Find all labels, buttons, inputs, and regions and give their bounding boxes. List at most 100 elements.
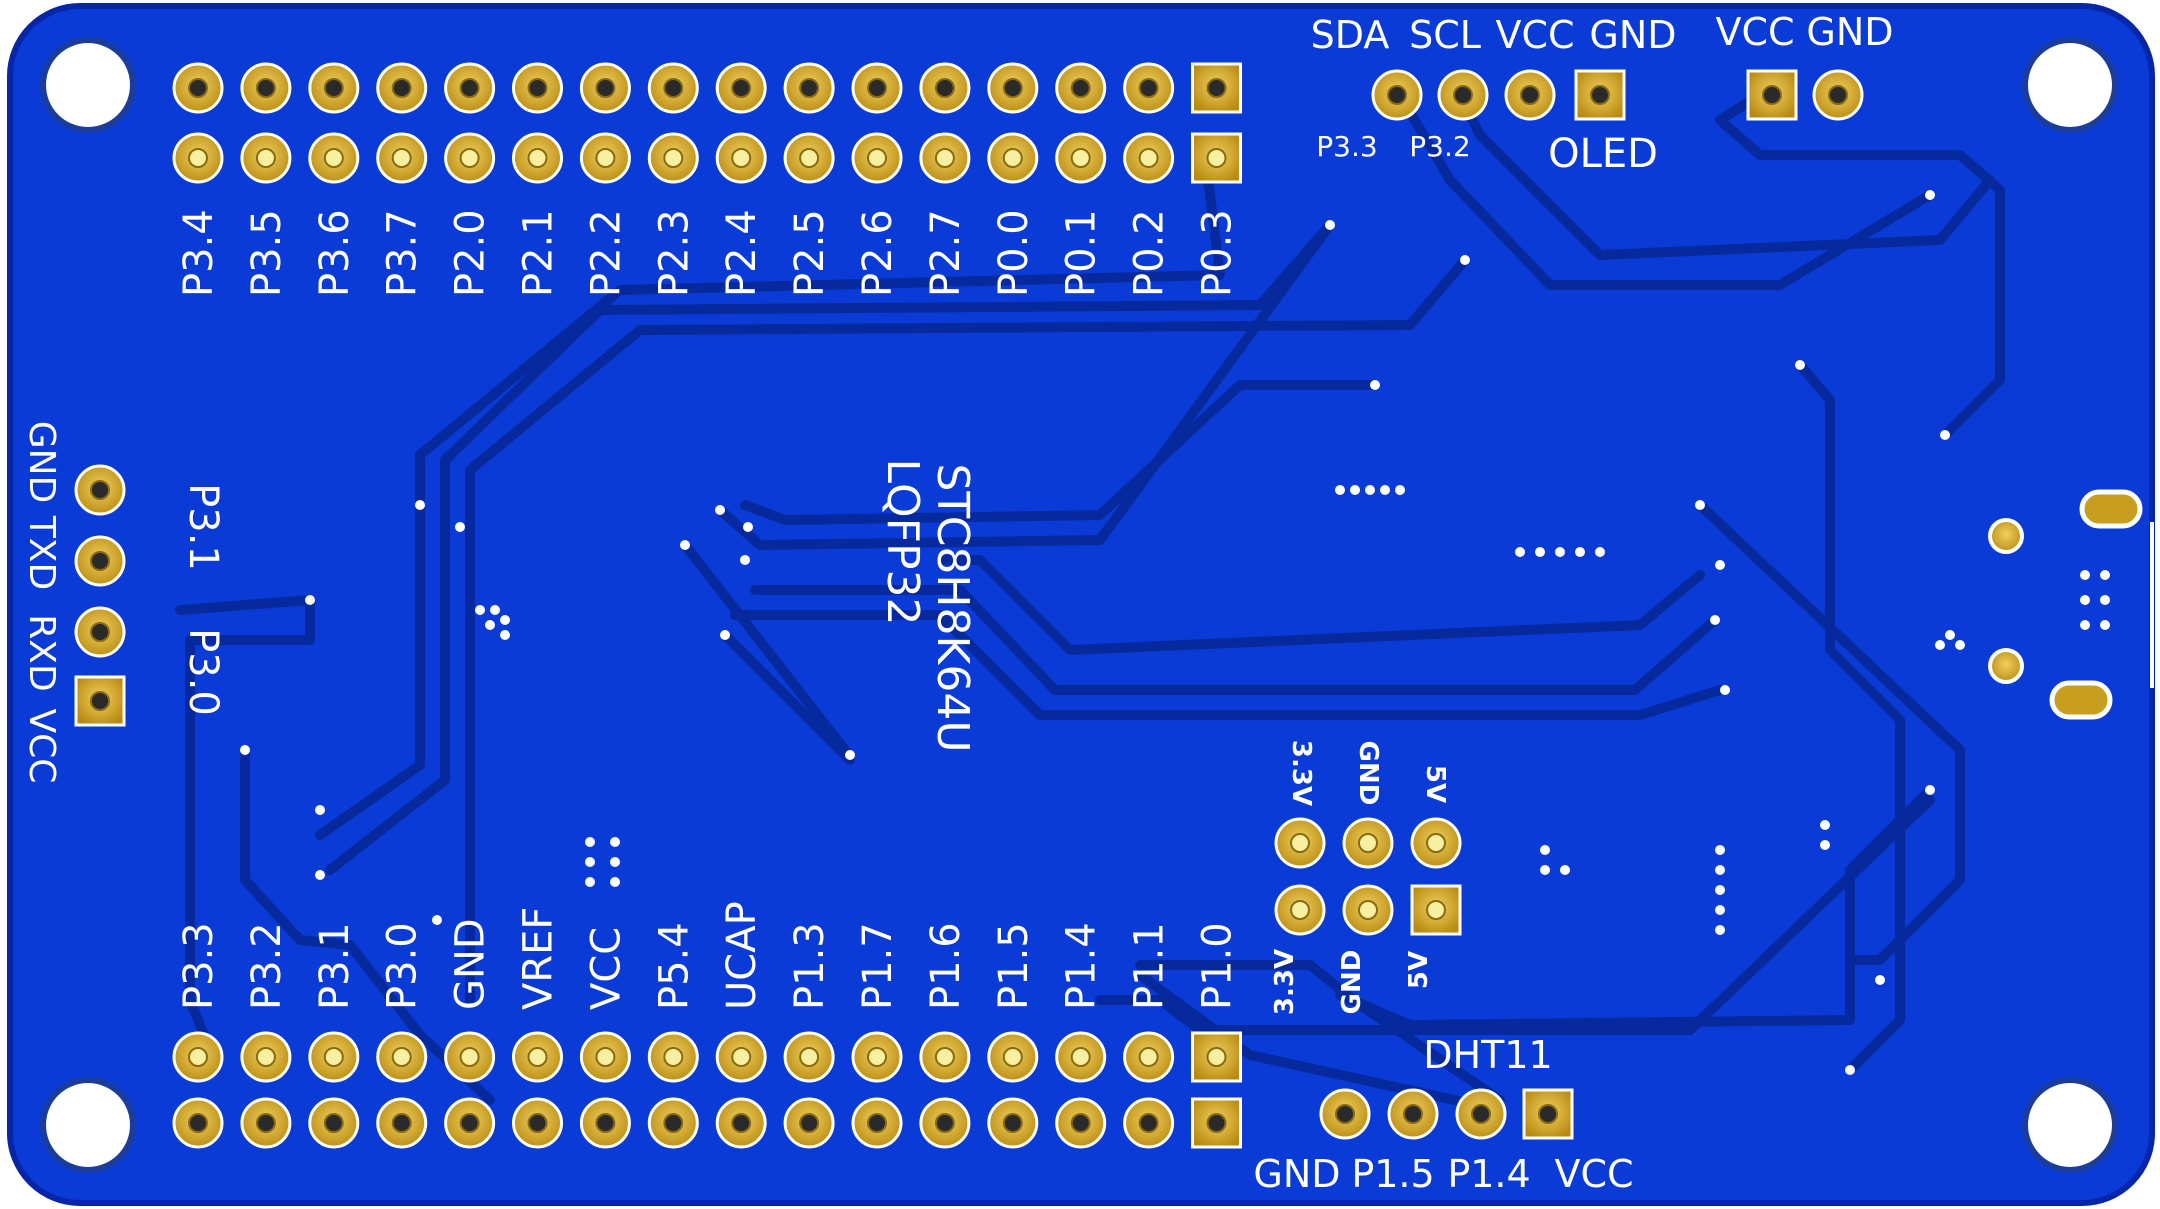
via-53 — [2080, 620, 2090, 630]
via-16 — [1695, 500, 1705, 510]
mounting-hole-bl — [40, 1077, 136, 1173]
header-bottom-pad-a-12-hole — [1002, 1047, 1023, 1067]
oled-pad-3-hole — [1590, 85, 1610, 105]
via-63 — [500, 615, 510, 625]
uart-pad-2-hole — [90, 622, 110, 642]
header-top-pad-b-14-hole — [1138, 148, 1159, 168]
via-65 — [500, 630, 510, 640]
oled-pad-1 — [1437, 69, 1489, 121]
via-40 — [1715, 865, 1725, 875]
header-bottom-pad-b-13 — [1055, 1097, 1107, 1149]
header-bottom-pad-a-8-hole — [731, 1047, 752, 1067]
header-bottom-pad-a-6-hole — [595, 1047, 616, 1067]
via-24 — [1875, 975, 1885, 985]
header-top-pad-a-5 — [512, 62, 563, 114]
header-top-pad-b-10-hole — [867, 148, 887, 168]
header-top-pad-a-8-hole — [731, 78, 752, 98]
dht11-labels: DHT11 GND P1.5 P1.4 VCC — [1253, 1033, 1633, 1196]
header-top-pad-b-3-hole — [391, 148, 412, 168]
header-top-pad-a-15-hole — [1206, 78, 1227, 98]
power-header-pad-1 — [1812, 69, 1864, 121]
via-57 — [585, 857, 595, 867]
header-top-pad-b-1-hole — [255, 148, 276, 168]
header-bottom-pad-a-12 — [987, 1031, 1039, 1083]
header-bottom-pad-a-2 — [308, 1031, 360, 1083]
header-top-pad-b-2-hole — [323, 148, 344, 168]
header-top-pad-a-12-hole — [1002, 78, 1023, 98]
pwr-top-33v: 3.3V — [1286, 740, 1316, 806]
header-bottom-pad-a-15 — [1191, 1031, 1242, 1083]
header-bottom-pad-b-12 — [987, 1097, 1039, 1149]
via-25 — [1845, 1065, 1855, 1075]
header-top-pad-a-6-hole — [595, 78, 616, 98]
header-bottom-label-1: P3.2 — [244, 922, 290, 1010]
header-bottom-pad-b-6-hole — [595, 1113, 616, 1133]
header-bottom-pad-b-10 — [851, 1097, 903, 1149]
power-block-pad-0 — [1274, 817, 1326, 869]
header-bottom-pad-a-8 — [715, 1031, 767, 1083]
header-bottom-pad-b-9 — [783, 1097, 835, 1149]
uart-pad-0 — [74, 464, 126, 516]
oled-labels: SDA SCL VCC GND P3.3 P3.2 OLED — [1311, 13, 1677, 177]
via-54 — [2100, 620, 2110, 630]
header-bottom-label-13: P1.4 — [1059, 922, 1105, 1010]
dht11-pad-1-hole — [1403, 1104, 1423, 1124]
header-bottom-pad-a-1-hole — [255, 1047, 276, 1067]
via-46 — [1935, 640, 1945, 650]
header-top-label-2: P3.6 — [312, 209, 358, 297]
header-top-pad-b-2 — [308, 132, 360, 184]
dht11-pad-2-hole — [1471, 1104, 1491, 1124]
header-top-pad-a-1 — [240, 62, 292, 114]
header-top-pad-a-10 — [851, 62, 903, 114]
header-bottom-pad-a-9 — [783, 1031, 835, 1083]
header-bottom-pad-a-13-hole — [1070, 1047, 1091, 1067]
header-bottom-pad-a-14 — [1123, 1031, 1175, 1083]
power-pin-gnd: GND — [1806, 10, 1893, 54]
usb-slot-bottom — [2049, 680, 2113, 720]
via-5 — [455, 522, 465, 532]
via-49 — [2080, 570, 2090, 580]
header-top-pad-b-8-hole — [731, 148, 752, 168]
header-top-label-8: P2.4 — [719, 209, 765, 297]
via-26 — [1335, 485, 1345, 495]
header-bottom-pad-b-7-hole — [663, 1113, 684, 1133]
header-bottom-pad-a-3-hole — [391, 1047, 412, 1067]
header-bottom-pad-b-8 — [715, 1097, 767, 1149]
via-43 — [1715, 925, 1725, 935]
header-bottom-pad-a-11 — [919, 1031, 971, 1083]
oled-pin-vcc: VCC — [1495, 13, 1574, 57]
via-0 — [1325, 220, 1335, 230]
header-bottom-pad-b-0-hole — [188, 1113, 208, 1133]
header-bottom-label-2: P3.1 — [312, 922, 358, 1010]
oled-pin-gnd: GND — [1589, 13, 1676, 57]
uart-pad-3 — [74, 675, 126, 727]
mounting-hole-tr — [2022, 37, 2118, 133]
via-28 — [1365, 485, 1375, 495]
pwr-bot-gnd: GND — [1337, 950, 1367, 1015]
power-header-pad-0-hole — [1762, 85, 1782, 105]
power-block-labels: 3.3V GND 5V 3.3V GND 5V — [1270, 740, 1450, 1015]
header-top-label-10: P2.6 — [855, 209, 901, 297]
header-bottom-pad-b-14 — [1123, 1097, 1175, 1149]
header-bottom-pad-b-5-hole — [527, 1113, 548, 1133]
via-45 — [1820, 840, 1830, 850]
pwr-top-gnd: GND — [1353, 741, 1383, 806]
vias — [240, 150, 2110, 1075]
via-17 — [1715, 560, 1725, 570]
via-61 — [475, 605, 485, 615]
dht11-pad-2 — [1455, 1088, 1507, 1140]
uart-pad-1-hole — [90, 551, 110, 571]
header-top-pad-b-4 — [444, 132, 496, 184]
header-top-label-4: P2.0 — [448, 209, 494, 297]
header-top-label-3: P3.7 — [380, 209, 426, 297]
header-top-pad-a-12 — [987, 62, 1039, 114]
header-bottom-label-5: VREF — [516, 907, 562, 1010]
header-top-pad-b-0-hole — [188, 148, 208, 168]
header-top — [172, 62, 1242, 184]
header-top-pad-a-11-hole — [934, 78, 955, 98]
header-top-pad-b-11 — [919, 132, 971, 184]
header-top-pad-a-0-hole — [188, 78, 208, 98]
via-35 — [1595, 547, 1605, 557]
header-top-pad-b-12 — [987, 132, 1039, 184]
